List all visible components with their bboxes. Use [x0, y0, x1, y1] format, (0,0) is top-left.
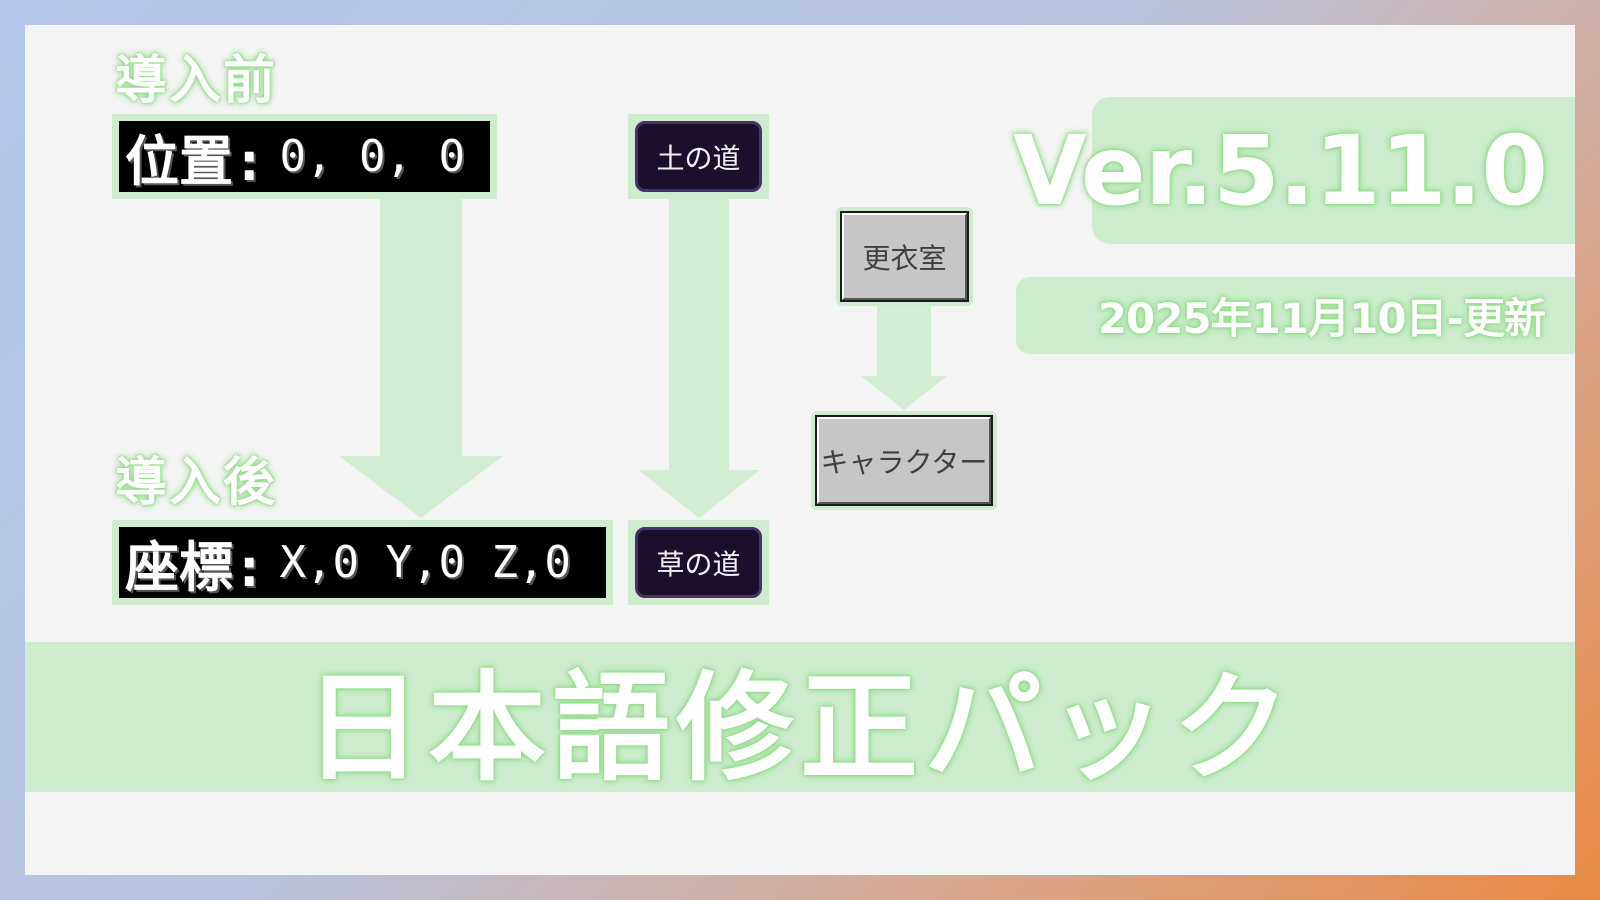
arrow-down-icon	[861, 376, 947, 410]
after-coordinate-value: X,0 Y,0 Z,0	[279, 537, 571, 588]
after-path-tile-label: 草の道	[635, 527, 762, 598]
arrow-shaft-button	[877, 306, 931, 378]
after-heading: 導入後	[115, 453, 278, 513]
arrow-down-icon	[339, 456, 503, 518]
title-band: 日本語修正パック	[25, 642, 1575, 797]
update-date-text: 2025年11月10日-更新	[1097, 294, 1546, 343]
after-button[interactable]: キャラクター	[811, 411, 997, 510]
after-button-label: キャラクター	[815, 415, 993, 506]
after-coordinate-display: 座標: X,0 Y,0 Z,0	[112, 520, 613, 605]
page-title: 日本語修正パック	[303, 658, 1296, 797]
update-date-badge: 2025年11月10日-更新	[1016, 277, 1575, 354]
before-coordinate-label: 位置:	[125, 130, 266, 193]
before-button[interactable]: 更衣室	[836, 207, 973, 306]
after-path-tile: 草の道	[628, 520, 769, 605]
version-text: Ver.5.11.0	[1012, 114, 1548, 227]
version-badge: Ver.5.11.0	[1013, 97, 1575, 244]
after-coordinate-label: 座標:	[125, 536, 266, 599]
before-coordinate-display: 位置: 0, 0, 0	[112, 114, 497, 199]
before-button-label: 更衣室	[840, 211, 969, 302]
before-heading: 導入前	[115, 51, 278, 111]
before-path-tile-label: 土の道	[635, 121, 762, 192]
before-coordinate-value: 0, 0, 0	[279, 131, 465, 182]
before-path-tile: 土の道	[628, 114, 769, 199]
arrow-shaft-coordinate	[380, 199, 462, 457]
arrow-down-icon	[638, 470, 760, 518]
arrow-shaft-tile	[669, 199, 729, 471]
